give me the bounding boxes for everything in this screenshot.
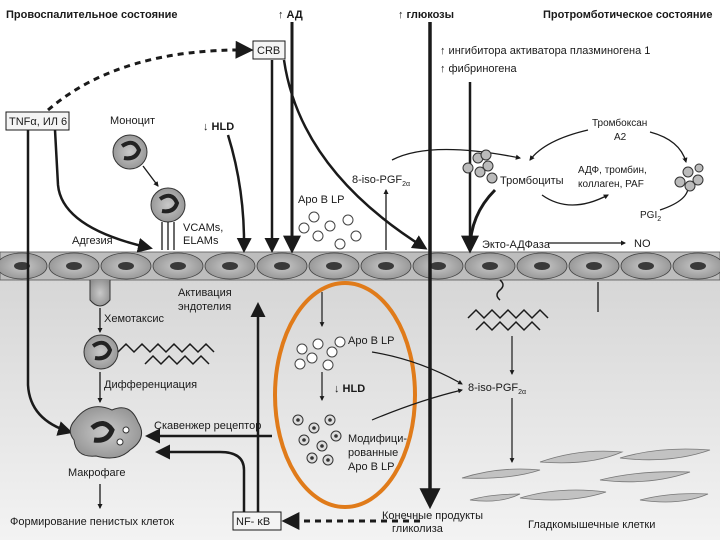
- endothelial-nucleus: [274, 262, 290, 270]
- activation-label-2: эндотелия: [178, 301, 231, 313]
- apob-mid-label: Apo B LP: [348, 335, 394, 347]
- smooth-muscle-label: Гладкомышечные клетки: [528, 519, 655, 531]
- hld-top-label: ↓ HLD: [203, 121, 234, 133]
- nfkb-to-macrophage-arrow: [155, 444, 246, 512]
- endothelial-nucleus: [638, 262, 654, 270]
- apob-particles-top: [298, 211, 362, 250]
- adhering-monocyte: [150, 187, 186, 250]
- elams-label: ELAMs: [183, 235, 219, 247]
- differentiating-monocyte: [83, 334, 215, 370]
- thromboxane-label: Тромбоксан: [592, 117, 647, 129]
- end-products-label-2: гликолиза: [392, 523, 444, 535]
- adp-label-2: коллаген, PAF: [578, 179, 644, 190]
- endothelial-nucleus: [118, 262, 134, 270]
- activated-thrombocyte-cluster: [674, 163, 704, 192]
- endothelial-nucleus: [66, 262, 82, 270]
- apob-particles-mid: [294, 336, 346, 371]
- endothelial-nucleus: [534, 262, 550, 270]
- modified-label-1: Модифици-: [348, 433, 407, 445]
- iso-top-label: 8-iso-PGF2α: [352, 174, 410, 188]
- crb-to-endothelium-arrow: [282, 59, 428, 250]
- endothelial-nucleus: [690, 262, 706, 270]
- foam-label: Формирование пенистых клеток: [10, 516, 174, 528]
- fibrinogen-label: ↑ фибриногена: [440, 63, 517, 75]
- modified-apob-particles: [292, 414, 342, 466]
- glucose-label: ↑ глюкозы: [398, 9, 454, 21]
- tnf-box: [5, 111, 70, 131]
- nfkb-label: NF- κB: [236, 516, 270, 528]
- iso-mid-subscript: 2α: [518, 389, 526, 396]
- ecto-adpase-molecule: [467, 279, 549, 332]
- tnf-label: TNFα, ИЛ 6: [9, 116, 67, 128]
- apob-top-label: Apo B LP: [298, 194, 344, 206]
- macrophage: [69, 406, 143, 459]
- no-label: NO: [634, 238, 651, 250]
- thromboxane-cycle-arrow: [649, 131, 688, 164]
- pai-label: ↑ ингибитора активатора плазминогена 1: [440, 45, 650, 57]
- pgi2-label: PGI2: [640, 210, 661, 223]
- modified-label-2: рованные: [348, 447, 398, 459]
- adhesion-label: Адгезия: [72, 235, 113, 247]
- vcams-label: VCAMs,: [183, 222, 223, 234]
- monocyte: [112, 134, 148, 170]
- left-title: Провоспалительное состояние: [6, 9, 178, 21]
- right-title: Протромботическое состояние: [543, 9, 712, 21]
- endothelial-nucleus: [482, 262, 498, 270]
- endothelial-nucleus: [378, 262, 394, 270]
- endothelial-nucleus: [170, 262, 186, 270]
- scavenger-label: Скавенжер рецептор: [154, 420, 261, 432]
- macrophage-label: Макрофаге: [68, 467, 126, 479]
- smooth-muscle-cells: [461, 448, 711, 503]
- tnf-to-adhesion-arrow: [53, 129, 153, 253]
- iso-to-thrombocytes-arrow: [391, 148, 522, 161]
- highlight-ellipse: [273, 281, 417, 509]
- pgi2-cycle-arrow: [659, 183, 692, 211]
- hld-to-endothelium-arrow: [226, 134, 252, 253]
- endothelial-nucleus: [222, 262, 238, 270]
- endothelial-nucleus: [586, 262, 602, 270]
- thrombocytes-down-arrow: [461, 188, 497, 254]
- hld-mid-label: ↓ HLD: [334, 383, 365, 395]
- platelets-loop-arrow: [541, 194, 609, 206]
- chemotaxis-label: Хемотаксис: [104, 313, 165, 325]
- end-products-label-1: Конечные продукты: [382, 510, 483, 522]
- ecto-label: Экто-АДФаза: [482, 239, 551, 251]
- endothelial-nucleus: [14, 262, 30, 270]
- ad-label: ↑ АД: [278, 9, 303, 21]
- modified-to-iso-arrow: [371, 388, 463, 421]
- thromboxane-to-platelets-arrow: [529, 129, 589, 161]
- a2-label: A2: [614, 132, 627, 143]
- diapedesis-cell: [89, 280, 111, 307]
- iso-top-subscript: 2α: [402, 181, 410, 188]
- pgi2-subscript: 2: [657, 216, 661, 223]
- monocyte-to-adhesion-arrow: [142, 165, 159, 187]
- crb-label: CRB: [257, 45, 280, 57]
- thrombocyte-cluster: [462, 149, 498, 184]
- endothelial-nucleus: [430, 262, 446, 270]
- monocyte-label: Моноцит: [110, 115, 155, 127]
- adp-label-1: АДФ, тромбин,: [578, 164, 647, 176]
- activation-label-1: Активация: [178, 287, 232, 299]
- iso-mid-label: 8-iso-PGF2α: [468, 382, 526, 396]
- modified-label-3: Apo B LP: [348, 461, 394, 473]
- tnf-to-macrophage-arrow: [26, 130, 73, 436]
- apob-to-iso-arrow: [371, 351, 463, 385]
- thrombocytes-label: Тромбоциты: [500, 175, 564, 187]
- tnf-to-crb-arrow: [47, 40, 254, 112]
- differentiation-label: Дифференциация: [104, 379, 197, 391]
- endothelial-nucleus: [326, 262, 342, 270]
- endothelium: [0, 251, 720, 281]
